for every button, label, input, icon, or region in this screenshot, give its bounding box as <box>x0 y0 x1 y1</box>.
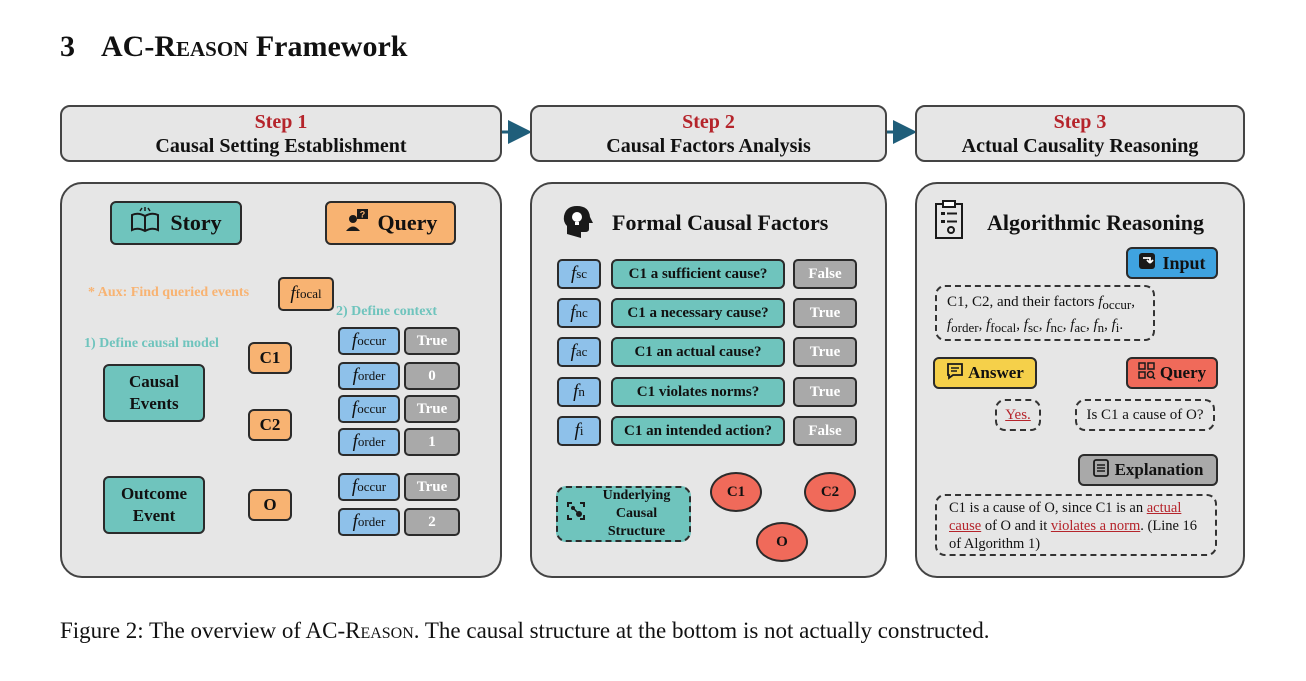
factor-n-question: C1 violates norms? <box>611 377 785 407</box>
document-icon <box>1092 458 1109 482</box>
c1-order-value: 0 <box>404 362 460 390</box>
factor-nc-question: C1 a necessary cause? <box>611 298 785 328</box>
message-icon <box>946 362 964 385</box>
section-heading: 3 AC-Reason Framework <box>60 30 407 64</box>
book-icon <box>130 207 160 239</box>
factor-i-question: C1 an intended action? <box>611 416 785 446</box>
figure-caption: Figure 2: The overview of AC-Reason. The… <box>60 618 990 643</box>
causal-events-box: Causal Events <box>103 364 205 422</box>
input-text-box: C1, C2, and their factors foccur, forder… <box>935 285 1155 341</box>
violates-norm-link: violates a norm <box>1050 518 1141 534</box>
enter-icon <box>1138 252 1156 275</box>
query-result-label: Query <box>1159 363 1207 382</box>
aux-note: * Aux: Find queried events <box>88 285 250 300</box>
title-smallcaps: Reason <box>154 30 249 63</box>
step-1-title: Causal Setting Establishment <box>155 135 407 157</box>
query-label: Query <box>377 210 438 235</box>
explanation-text: C1 is a cause of O, since C1 is an actua… <box>935 494 1217 556</box>
factor-n-value: True <box>793 377 857 407</box>
answer-box: Answer <box>933 357 1037 389</box>
step-2-title: Causal Factors Analysis <box>606 135 811 157</box>
section-number: 3 <box>60 30 75 63</box>
causal-events-label: Causal Events <box>128 372 180 413</box>
graph-node-c2: C2 <box>804 472 856 512</box>
f-focal-sub: focal <box>295 286 322 301</box>
clipboard-icon <box>934 200 964 245</box>
yes-answer: Yes. <box>995 399 1041 431</box>
answer-label: Answer <box>968 363 1024 382</box>
title-prefix: AC- <box>101 30 155 63</box>
input-box: Input <box>1126 247 1218 279</box>
factor-nc-value: True <box>793 298 857 328</box>
graph-node-o: O <box>756 522 808 562</box>
grid-search-icon <box>1138 361 1156 385</box>
step-1-header: Step 1 Causal Setting Establishment <box>60 105 502 162</box>
o-order-value: 2 <box>404 508 460 536</box>
factor-ac-value: True <box>793 337 857 367</box>
step-2-label: Step 2 <box>682 111 735 133</box>
explanation-box: Explanation <box>1078 454 1218 486</box>
outcome-event-box: Outcome Event <box>103 476 205 534</box>
define-context-label: 2) Define context <box>336 304 438 319</box>
step-3-title: Actual Causality Reasoning <box>961 135 1199 157</box>
c2-occur-value: True <box>404 395 460 423</box>
graph-node-c1: C1 <box>710 472 762 512</box>
c1-node: C1 <box>248 342 292 374</box>
factor-ac-question: C1 an actual cause? <box>611 337 785 367</box>
input-text-1: C1, C2, and their factors <box>947 294 1099 310</box>
factor-sc-value: False <box>793 259 857 289</box>
head-bulb-icon <box>561 204 595 245</box>
o-occur-value: True <box>404 473 460 501</box>
title-suffix: Framework <box>248 30 408 63</box>
step-3-label: Step 3 <box>1053 111 1107 133</box>
explanation-label: Explanation <box>1114 460 1204 479</box>
define-model-label: 1) Define causal model <box>84 336 219 351</box>
query-box: ? Query <box>325 201 456 245</box>
story-box: Story <box>110 201 242 245</box>
c2-node: C2 <box>248 409 292 441</box>
story-label: Story <box>170 210 222 235</box>
f-focal-base: f <box>290 283 296 304</box>
graph-icon <box>566 501 586 527</box>
query-result-box: Query <box>1126 357 1218 389</box>
step-3-header: Step 3 Actual Causality Reasoning <box>915 105 1245 162</box>
c2-order-value: 1 <box>404 428 460 456</box>
input-label: Input <box>1162 252 1206 273</box>
algorithmic-reasoning-title: Algorithmic Reasoning <box>987 210 1204 235</box>
user-question-icon: ? <box>344 207 370 239</box>
formal-factors-title: Formal Causal Factors <box>612 210 829 235</box>
c1-occur-value: True <box>404 327 460 355</box>
step-2-header: Step 2 Causal Factors Analysis <box>530 105 887 162</box>
actual-cause-link: actual cause <box>949 500 1182 534</box>
o-node: O <box>248 489 292 521</box>
query-text: Is C1 a cause of O? <box>1075 399 1215 431</box>
factor-i-value: False <box>793 416 857 446</box>
factor-sc-question: C1 a sufficient cause? <box>611 259 785 289</box>
svg-text:?: ? <box>359 210 365 220</box>
underlying-structure-label: Underlying Causal Structure <box>602 488 671 539</box>
step-1-label: Step 1 <box>254 111 308 133</box>
underlying-structure-box: Underlying Causal Structure <box>556 486 691 542</box>
outcome-event-label: Outcome Event <box>120 484 188 525</box>
